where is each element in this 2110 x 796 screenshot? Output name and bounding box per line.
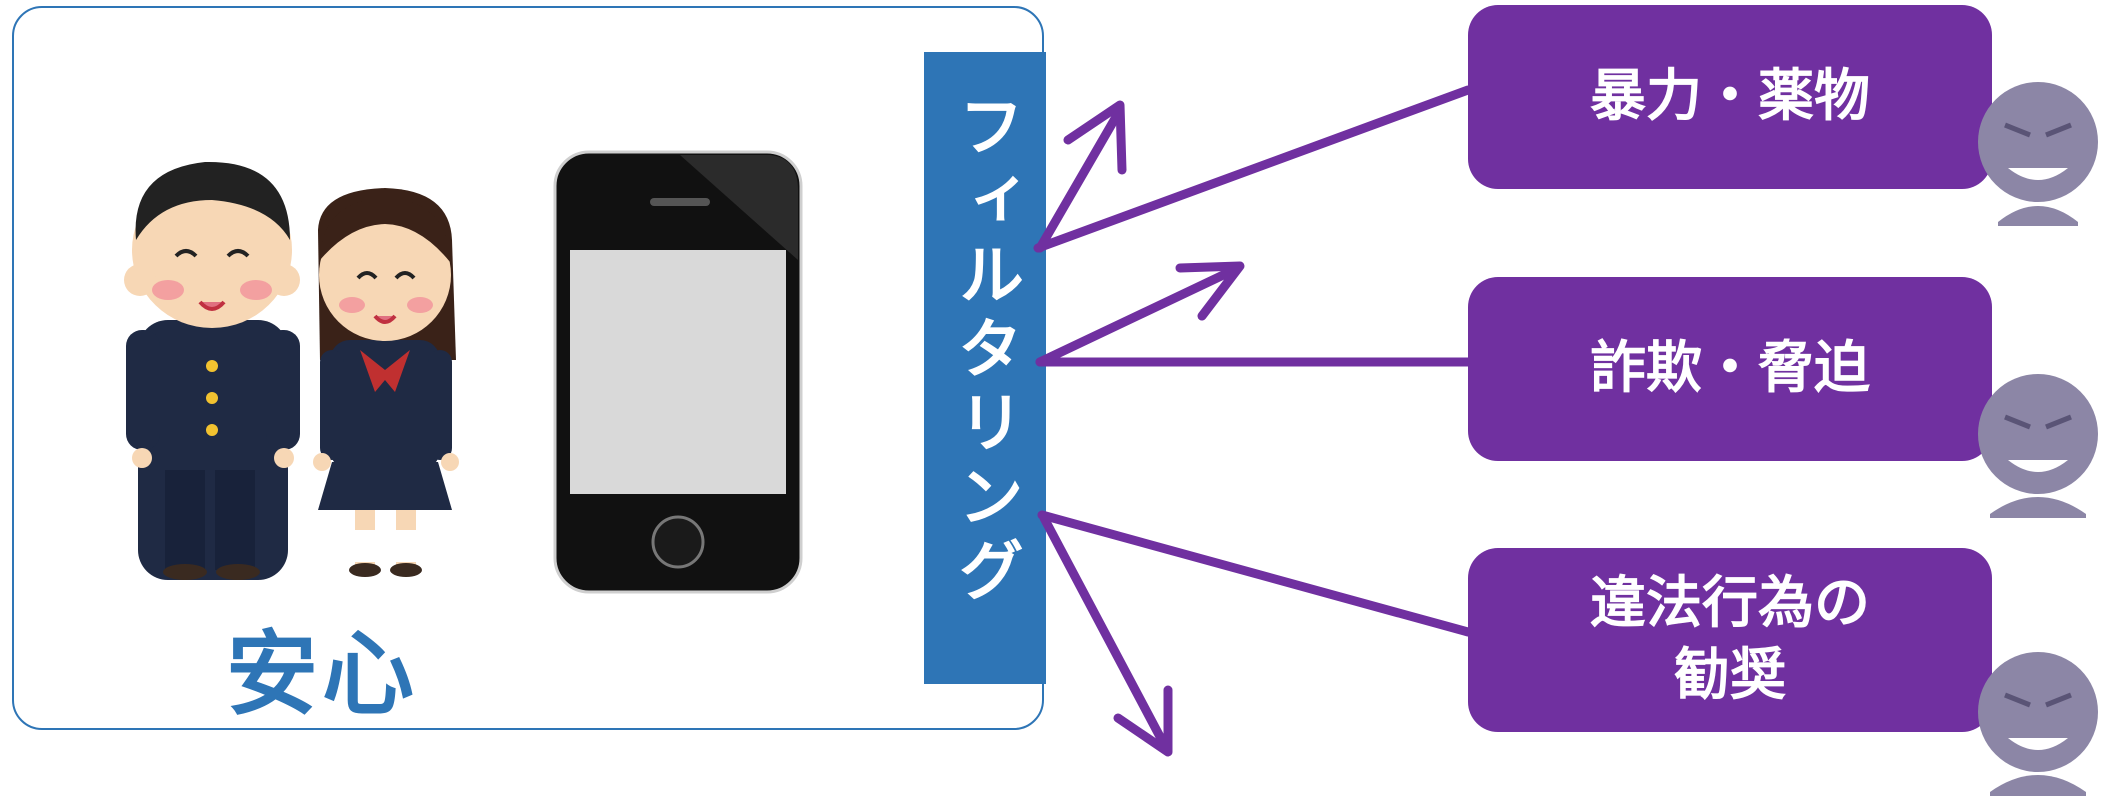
arrowhead-fraud	[1175, 261, 1245, 321]
incoming-line-violence	[1033, 85, 1473, 253]
threat-label: 詐欺・脅迫	[1590, 336, 1870, 401]
deflected-arrow-illegal	[1039, 513, 1171, 753]
bad-actor-icon	[1978, 652, 2098, 796]
bad-actor-icon	[1978, 82, 2098, 226]
boy-student-icon	[124, 161, 300, 580]
threat-label: 暴力・薬物	[1590, 64, 1870, 129]
girl-student-icon	[313, 188, 459, 577]
incoming-line-illegal	[1037, 510, 1473, 637]
threat-box-fraud-threats: 詐欺・脅迫	[1468, 277, 1992, 461]
threat-label: 違法行為の 勧奨	[1590, 571, 1870, 708]
threat-box-violence-drugs: 暴力・薬物	[1468, 5, 1992, 189]
filtering-label: フィルタリング	[947, 92, 1024, 610]
smartphone-icon	[553, 150, 803, 594]
filtering-bar: フィルタリング	[924, 52, 1046, 684]
threat-box-illegal-solicitation: 違法行為の 勧奨	[1468, 548, 1992, 732]
bad-actor-icon	[1978, 374, 2098, 518]
deflected-arrow-violence	[1035, 105, 1125, 253]
arrowhead-violence	[1063, 100, 1127, 175]
deflected-arrow-fraud	[1035, 263, 1243, 367]
safe-label: 安心	[225, 621, 418, 728]
arrowhead-illegal	[1113, 685, 1173, 757]
